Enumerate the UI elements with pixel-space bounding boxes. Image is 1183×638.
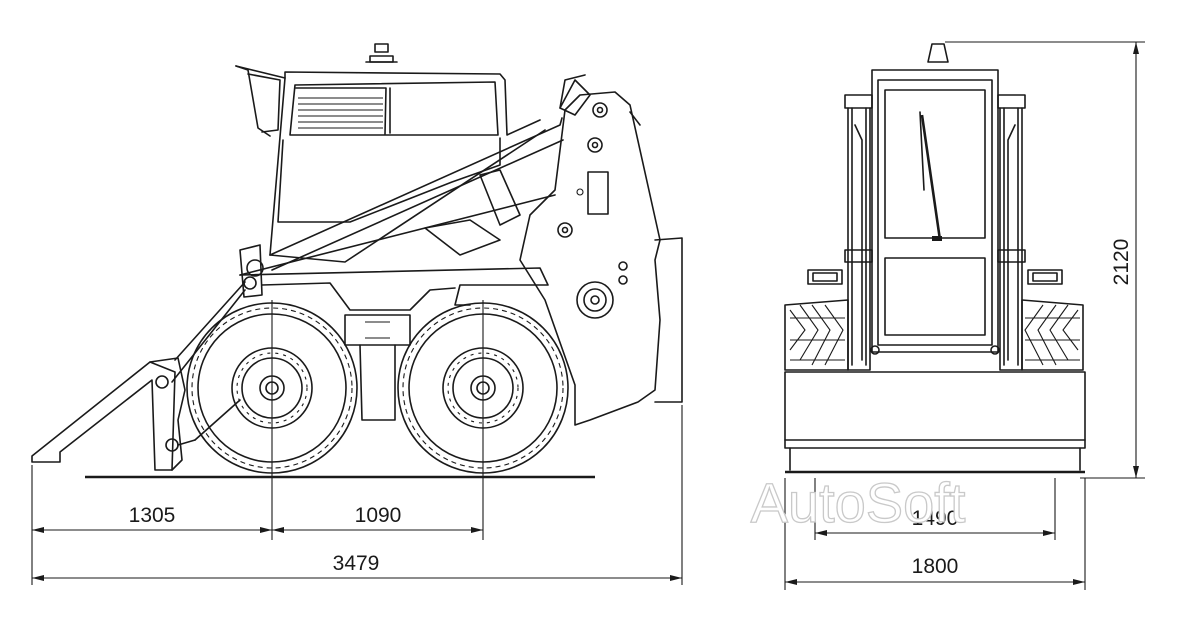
- right-light: [1027, 269, 1063, 285]
- dim-track: 1490: [912, 507, 959, 530]
- left-light: [807, 269, 843, 285]
- beacon: [927, 43, 949, 63]
- watermark: AutoSoft: [751, 471, 966, 534]
- dim-height: 2120: [1110, 239, 1133, 286]
- front-cab: [871, 69, 999, 353]
- cab: [235, 43, 546, 263]
- side-view: 1305 1090 3479: [31, 43, 683, 585]
- front-bucket: [784, 345, 1086, 474]
- chassis: [239, 244, 549, 421]
- front-right-tire: [1021, 299, 1084, 371]
- dim-front-to-axle: 1305: [129, 504, 176, 527]
- dim-overall-length: 3479: [333, 552, 380, 575]
- front-view: 2120 1490 1800: [784, 41, 1145, 590]
- bucket: [31, 281, 246, 471]
- front-left-tire: [784, 299, 849, 371]
- dim-overall-width: 1800: [912, 555, 959, 578]
- lift-arm: [239, 74, 683, 426]
- front-uprights: [844, 94, 1026, 371]
- dim-wheelbase: 1090: [355, 504, 402, 527]
- right-light-lens: [1032, 272, 1058, 282]
- side-extension-lines: [31, 300, 683, 585]
- front-extension-lines: [784, 41, 1145, 590]
- left-light-lens: [812, 272, 838, 282]
